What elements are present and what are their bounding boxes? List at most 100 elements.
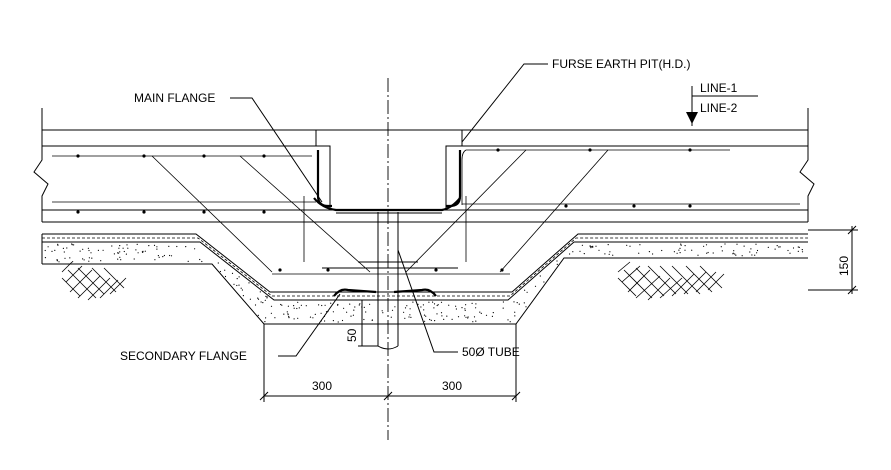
sand-dot: [464, 315, 466, 317]
sand-dot: [262, 302, 264, 304]
sand-dot: [324, 320, 326, 322]
sand-dot: [199, 258, 201, 261]
sand-dot: [691, 249, 693, 251]
sand-dot: [286, 311, 288, 313]
sand-dot: [705, 244, 708, 246]
pit-leader: FURSE EARTH PIT(H.D.): [461, 57, 690, 143]
sand-dot: [639, 244, 641, 246]
sand-dot: [369, 303, 371, 305]
sand-dot: [241, 289, 243, 291]
sand-dot: [163, 254, 165, 257]
sand-dot: [475, 303, 477, 305]
sand-dot: [394, 306, 396, 308]
sand-dot: [111, 245, 113, 247]
sand-dot: [774, 248, 776, 250]
sand-dot: [97, 249, 99, 251]
sand-dot: [185, 246, 187, 248]
sand-dot: [734, 253, 736, 255]
sand-dot: [523, 302, 525, 304]
sand-dot: [473, 316, 476, 318]
sand-dot: [91, 257, 93, 259]
sand-dot: [539, 275, 541, 277]
sand-dot: [425, 315, 427, 317]
sand-dot: [287, 314, 289, 316]
sand-dot: [408, 316, 410, 318]
sand-dot: [436, 313, 438, 315]
sand-dot: [518, 303, 520, 305]
sand-dot: [236, 284, 238, 287]
sand-dot: [798, 246, 800, 248]
sand-dot: [464, 309, 466, 311]
sand-dot: [117, 258, 119, 260]
sand-dot: [420, 306, 422, 308]
sand-dot: [382, 312, 384, 314]
sand-dot: [697, 254, 699, 256]
sand-dot: [676, 252, 678, 254]
sand-dot: [240, 287, 242, 289]
sand-dot: [62, 247, 64, 249]
sand-dot: [365, 311, 367, 313]
sand-dot: [404, 307, 407, 309]
sand-dot: [224, 269, 226, 271]
depth-dimension: 150: [808, 225, 858, 295]
sand-dot: [144, 250, 146, 252]
sand-dot: [119, 251, 121, 253]
sand-dot: [589, 245, 591, 248]
sand-dot: [569, 253, 571, 255]
sand-dot: [433, 307, 435, 309]
sand-dot: [792, 247, 795, 249]
sand-dot: [194, 248, 196, 250]
sand-dot: [446, 315, 448, 317]
sand-dot: [492, 312, 494, 314]
tube-leader: 50Ø TUBE: [397, 249, 520, 359]
sand-dot: [424, 320, 426, 322]
sand-dot: [440, 312, 443, 314]
sand-dot: [778, 246, 780, 248]
sand-dot: [44, 249, 46, 252]
sand-dot: [735, 254, 737, 256]
sand-dot: [126, 244, 128, 246]
sand-dot: [63, 251, 65, 253]
sand-dot: [242, 295, 244, 297]
sand-dot: [142, 251, 144, 253]
sand-dot: [127, 247, 129, 249]
sand-dot: [64, 257, 66, 259]
sand-dot: [572, 251, 574, 253]
sand-dot: [47, 246, 49, 248]
sand-dot: [51, 250, 53, 252]
sand-dot: [120, 259, 122, 261]
sand-dot: [257, 297, 259, 299]
sand-dot: [592, 245, 594, 247]
sand-fill: [44, 243, 804, 323]
sand-dot: [353, 309, 355, 311]
sand-dot: [265, 295, 267, 297]
sand-dot: [154, 259, 156, 261]
sand-dot: [266, 296, 268, 298]
sand-dot: [525, 306, 527, 308]
sand-dot: [437, 304, 439, 306]
sand-dot: [88, 257, 90, 259]
sand-dot: [298, 307, 300, 309]
sand-dot: [626, 244, 628, 246]
sand-dot: [293, 318, 295, 320]
sand-dot: [125, 253, 127, 255]
sand-dot: [346, 311, 348, 313]
main-flange-label: MAIN FLANGE: [134, 91, 215, 105]
secondary-flange-label: SECONDARY FLANGE: [120, 349, 247, 363]
sand-dot: [312, 317, 314, 319]
sand-dot: [475, 320, 477, 322]
sand-dot: [455, 305, 457, 307]
sand-dot: [581, 244, 584, 246]
sand-dot: [712, 252, 714, 254]
sand-dot: [776, 245, 778, 247]
sand-dot: [457, 316, 460, 318]
sand-dot: [381, 310, 383, 312]
sand-dot: [513, 301, 515, 303]
main-flange-leader: MAIN FLANGE: [134, 91, 323, 203]
sand-dot: [66, 247, 68, 249]
sand-dot: [428, 301, 430, 303]
earth-hatch-left: [61, 261, 127, 301]
sand-dot: [153, 244, 156, 246]
sand-dot: [201, 260, 203, 263]
sand-dot: [679, 252, 681, 254]
